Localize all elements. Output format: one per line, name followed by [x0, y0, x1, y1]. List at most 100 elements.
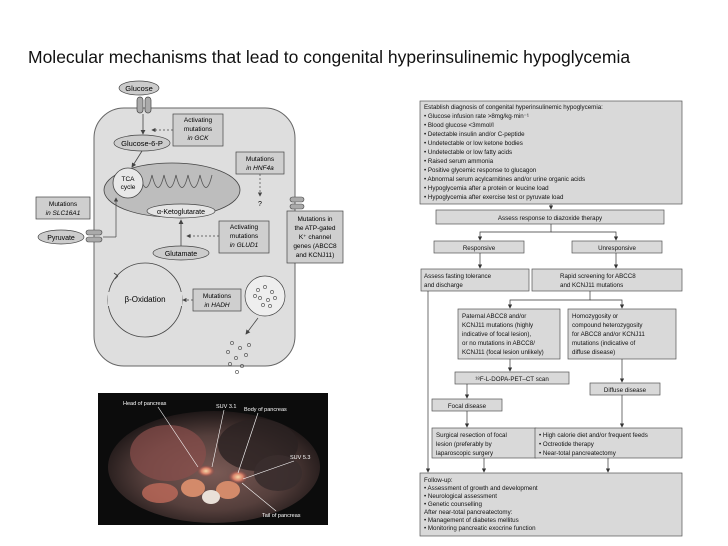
gck-line-2: mutations	[184, 126, 213, 133]
assess-box	[435, 209, 665, 225]
slide-title: Molecular mechanisms that lead to congen…	[28, 47, 631, 67]
petscan-box	[454, 371, 570, 385]
paternal-box	[457, 308, 561, 360]
tca-line-1: TCA	[122, 176, 136, 183]
hnf4a-line-1: Mutations	[246, 156, 275, 163]
followup-line-7: • Monitoring pancreatic exocrine functio…	[424, 525, 536, 532]
followup-line-5: After near-total pancreatectomy:	[424, 509, 513, 516]
glutamate-node	[152, 245, 210, 261]
responsive-text: Responsive	[463, 245, 496, 252]
homozygosity-line-2: compound heterozygosity	[572, 322, 643, 329]
mct1-transporter-icon	[85, 229, 103, 243]
hadh-line-1: Mutations	[203, 293, 232, 300]
fasting-line-1: Assess fasting tolerance	[424, 273, 492, 280]
paternal-line-2: KCNJ11 mutations (highly	[462, 322, 534, 329]
paternal-line-4: or no mutations in ABCC8/	[462, 340, 535, 347]
pet-head-label: Head of pancreas	[123, 401, 167, 407]
establish-line-4: • Detectable insulin and/or C-peptide	[424, 131, 525, 138]
glud1-line-1: Activating	[230, 224, 259, 231]
focal-text: Focal disease	[448, 403, 487, 410]
paternal-line-3: indicative of focal lesion),	[462, 331, 531, 338]
homozygosity-line-3: for ABCC8 and/or KCNJ11	[572, 331, 645, 338]
highcal-line-3: • Near-total pancreatectomy	[539, 450, 617, 457]
diffuse-box	[589, 382, 661, 396]
establish-line-6: • Undetectable or low fatty acids	[424, 149, 512, 156]
slc16a1-box	[35, 196, 91, 220]
homozygosity-box	[567, 308, 677, 360]
establish-line-9: • Abnormal serum acylcarnitines and/or u…	[424, 176, 585, 183]
glud1-box	[218, 220, 270, 254]
katp-line-4: genes (ABCC8	[293, 243, 337, 250]
unresponsive-box	[571, 240, 663, 254]
glutamate-label: Glutamate	[165, 251, 197, 258]
homozygosity-line-5: diffuse disease)	[572, 349, 615, 356]
glud1-line-2: mutations	[230, 233, 259, 240]
pyruvate-node	[37, 229, 85, 245]
pet-body-label: Body of pancreas	[244, 407, 287, 413]
pet-suv1-label: SUV 3.1	[216, 404, 236, 410]
pet-suv2-label: SUV 5.3	[290, 455, 310, 461]
highcal-line-2: • Octreotide therapy	[539, 441, 595, 448]
followup-box	[419, 472, 683, 537]
fasting-line-2: and discharge	[424, 282, 463, 289]
boxidation-label: β-Oxidation	[124, 295, 165, 304]
establish-line-5: • Undetectable or low ketone bodies	[424, 140, 523, 147]
pet-ct-image: Head of pancreas SUV 3.1 Body of pancrea…	[98, 393, 328, 525]
surgical-line-2: lesion (preferably by	[436, 441, 493, 448]
responsive-box	[433, 240, 525, 254]
hnf4a-line-2: in HNF4a	[246, 165, 274, 172]
glucose-label: Glucose	[125, 84, 153, 93]
homozygosity-line-4: mutations (indicative of	[572, 340, 636, 347]
rapid-line-1: Rapid screening for ABCC8	[560, 273, 636, 280]
glucose-node	[118, 80, 160, 96]
followup-line-3: • Neurological assessment	[424, 493, 497, 500]
unresponsive-text: Unresponsive	[598, 245, 636, 252]
homozygosity-line-1: Homozygosity or	[572, 313, 618, 320]
establish-line-2: • Glucose infusion rate >8mg/kg·min⁻¹	[424, 113, 529, 120]
ketoglutarate-label: α-Ketoglutarate	[157, 209, 205, 216]
gck-line-3: in GCK	[188, 135, 210, 142]
tca-cycle	[112, 167, 144, 199]
glucose-transporter-icon	[136, 96, 152, 114]
rapid-box	[531, 268, 683, 292]
glucose6p-label: Glucose-6-P	[121, 139, 163, 148]
establish-line-10: • Hypoglycemia after a protein or leucin…	[424, 185, 549, 192]
pyruvate-label: Pyruvate	[47, 235, 75, 242]
followup-line-6: • Management of diabetes mellitus	[424, 517, 519, 524]
gck-line-1: Activating	[184, 117, 213, 124]
katp-line-2: the ATP-gated	[294, 225, 335, 232]
establish-line-7: • Raised serum ammonia	[424, 158, 494, 165]
katp-box	[286, 210, 344, 264]
highcal-box	[534, 427, 683, 459]
katp-channel-icon	[289, 196, 305, 210]
followup-line-4: • Genetic counselling	[424, 501, 482, 508]
pet-tail-label: Tail of pancreas	[262, 513, 301, 519]
establish-line-8: • Positive glycemic response to glucagon	[424, 167, 537, 174]
slc16a1-line-2: in SLC16A1	[46, 210, 81, 217]
hadh-line-2: in HADH	[204, 302, 230, 309]
followup-line-2: • Assessment of growth and development	[424, 485, 538, 492]
rapid-line-2: and KCNJ11 mutations	[560, 282, 623, 289]
paternal-line-5: KCNJ11 (focal lesion unlikely)	[462, 349, 544, 356]
establish-line-1: Establish diagnosis of congenital hyperi…	[424, 104, 603, 111]
released-insulin-icon	[226, 341, 251, 374]
slc16a1-line-1: Mutations	[49, 201, 78, 208]
surgical-line-3: laparoscopic surgery	[436, 450, 494, 457]
establish-box	[419, 100, 683, 205]
ketoglutarate-node	[146, 203, 216, 219]
highcal-line-1: • High calorie diet and/or frequent feed…	[539, 432, 648, 439]
katp-line-1: Mutations in	[297, 216, 332, 223]
insulin-granule-icon	[244, 275, 286, 317]
tca-line-2: cycle	[121, 184, 136, 191]
fasting-box	[420, 268, 530, 292]
katp-line-3: K⁺ channel	[299, 234, 332, 241]
glud1-line-3: in GLUD1	[230, 242, 259, 249]
petscan-text: ¹⁸F-L-DOPA-PET–CT scan	[475, 376, 549, 383]
diffuse-text: Diffuse disease	[604, 387, 647, 394]
paternal-line-1: Paternal ABCC8 and/or	[462, 313, 526, 320]
followup-line-1: Follow-up:	[424, 477, 453, 484]
establish-line-3: • Blood glucose <3mmol/l	[424, 122, 494, 129]
unknown-mark: ?	[258, 201, 262, 208]
